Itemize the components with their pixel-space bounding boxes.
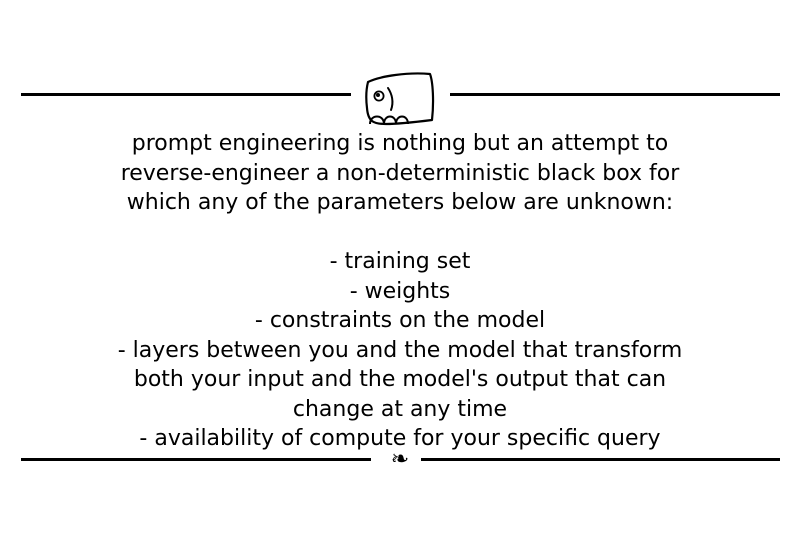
- list-item: - availability of compute for your speci…: [139, 426, 661, 451]
- list-item: both your input and the model's output t…: [133, 367, 667, 392]
- list-item: - weights: [349, 278, 451, 304]
- bottom-left-divider: [21, 458, 371, 461]
- quote-text: prompt engineering is nothing but an att…: [40, 129, 760, 454]
- list-item: - layers between you and the model that …: [117, 337, 683, 363]
- intro-line: reverse-engineer a non-deterministic bla…: [120, 160, 680, 186]
- intro-line: which any of the parameters below are un…: [126, 190, 674, 215]
- top-right-divider: [450, 93, 780, 96]
- top-left-divider: [21, 93, 351, 96]
- blank-line: [40, 218, 760, 248]
- list-item: - constraints on the model: [254, 308, 546, 333]
- fleuron-icon: ❧: [390, 447, 410, 472]
- elephant-doodle-icon: [365, 72, 435, 126]
- intro-line: prompt engineering is nothing but an att…: [131, 131, 669, 156]
- list-item: - training set: [329, 249, 471, 274]
- bottom-right-divider: [421, 458, 780, 461]
- list-item: change at any time: [292, 396, 508, 422]
